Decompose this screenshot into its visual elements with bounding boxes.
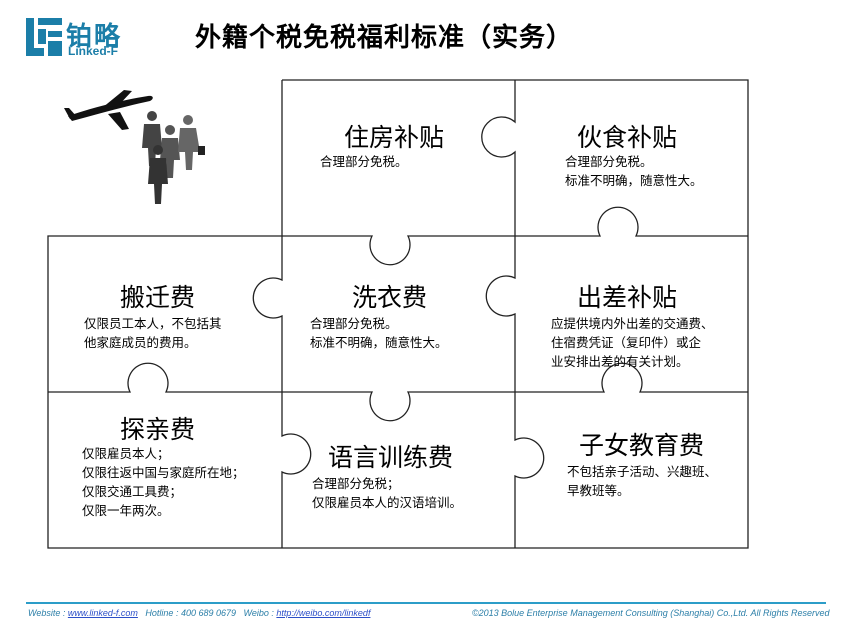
tile-line: 早教班等。	[567, 483, 630, 498]
tile-line: 合理部分免税；	[312, 476, 400, 491]
logo-mark-icon	[26, 18, 62, 56]
tile-line: 合理部分免税。	[310, 316, 398, 331]
tile-body: 不包括亲子活动、兴趣班、 早教班等。	[567, 462, 717, 500]
tile-heading: 伙食补贴	[577, 123, 678, 152]
tile-line: 标准不明确，随意性大。	[565, 173, 703, 188]
tile-heading: 搬迁费	[120, 283, 196, 312]
page-title: 外籍个税免税福利标准（实务）	[195, 23, 574, 53]
footer-divider	[26, 602, 826, 604]
travel-illustration	[64, 90, 205, 204]
tile-line: 仅限雇员本人的汉语培训。	[312, 495, 463, 510]
business-people-icon	[142, 111, 205, 204]
airplane-icon	[64, 90, 153, 130]
tile-heading: 子女教育费	[579, 431, 705, 460]
tile-line: 仅限员工本人，不包括其	[84, 316, 222, 331]
tile-line: 应提供境内外出差的交通费、	[551, 316, 714, 331]
tile-line: 仅限一年两次。	[82, 503, 170, 518]
tile-line: 合理部分免税。	[565, 154, 653, 169]
tile-body: 合理部分免税； 仅限雇员本人的汉语培训。	[312, 474, 462, 512]
tile-line: 仅限往返中国与家庭所在地；	[82, 465, 245, 480]
tile-body: 仅限员工本人，不包括其 他家庭成员的费用。	[84, 314, 222, 352]
tile-line: 业安排出差的有关计划。	[551, 354, 689, 369]
weibo-label: Weibo :	[243, 608, 274, 618]
weibo-link[interactable]: http://weibo.com/linkedf	[276, 608, 371, 618]
tile-line: 合理部分免税。	[320, 154, 408, 169]
tile-line: 标准不明确，随意性大。	[310, 335, 448, 350]
tile-body: 应提供境内外出差的交通费、 住宿费凭证（复印件）或企 业安排出差的有关计划。	[551, 314, 714, 371]
tile-line: 他家庭成员的费用。	[84, 335, 197, 350]
website-label: Website :	[28, 608, 66, 618]
tile-body: 合理部分免税。 标准不明确，随意性大。	[310, 314, 448, 352]
tile-line: 不包括亲子活动、兴趣班、	[567, 464, 718, 479]
tile-body: 合理部分免税。 标准不明确，随意性大。	[565, 152, 703, 190]
tile-heading: 出差补贴	[577, 283, 678, 312]
website-link[interactable]: www.linked-f.com	[67, 608, 138, 618]
footer-contact: Website : www.linked-f.com Hotline : 400…	[28, 608, 370, 618]
tile-body: 仅限雇员本人； 仅限往返中国与家庭所在地； 仅限交通工具费； 仅限一年两次。	[82, 444, 245, 520]
tile-line: 仅限雇员本人；	[82, 446, 170, 461]
tile-line: 住宿费凭证（复印件）或企	[551, 335, 702, 350]
logo: 铂略 Linked-F	[26, 18, 176, 60]
tile-heading: 洗衣费	[352, 283, 428, 312]
hotline-text: Hotline : 400 689 0679	[145, 608, 236, 618]
tile-line: 仅限交通工具费；	[82, 484, 183, 499]
tile-heading: 住房补贴	[344, 123, 445, 152]
tile-body: 合理部分免税。	[320, 152, 408, 171]
logo-text: 铂略	[66, 22, 123, 52]
logo-subtext: Linked-F	[68, 44, 118, 58]
footer-copyright: ©2013 Bolue Enterprise Management Consul…	[472, 608, 830, 618]
tile-heading: 探亲费	[120, 415, 196, 444]
tile-heading: 语言训练费	[328, 443, 454, 472]
